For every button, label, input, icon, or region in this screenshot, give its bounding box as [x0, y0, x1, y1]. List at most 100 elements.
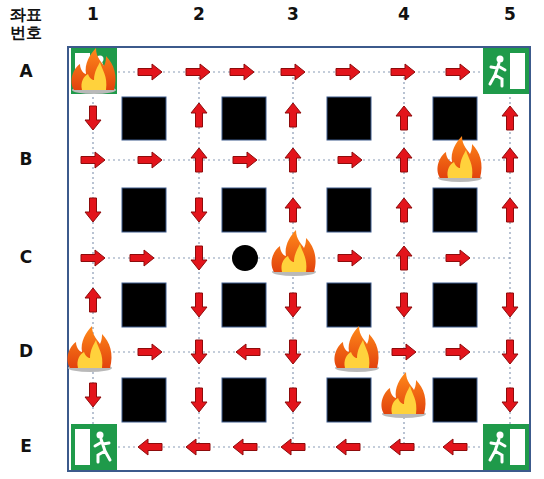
map-part	[122, 188, 166, 232]
map-part	[272, 230, 316, 276]
map-part	[502, 388, 518, 412]
map-part	[191, 293, 207, 317]
map-part	[483, 424, 529, 470]
route-arrows	[81, 64, 518, 455]
map-part	[72, 48, 116, 94]
map-part	[138, 439, 162, 455]
map-part	[281, 64, 305, 80]
map-part	[236, 344, 260, 360]
map-part	[71, 48, 117, 94]
map-part	[130, 250, 154, 266]
axis-title: 좌표 번호	[6, 6, 46, 43]
map-part	[396, 106, 412, 130]
map-part	[433, 188, 477, 232]
map-part	[338, 250, 362, 266]
map-part	[85, 383, 101, 407]
fire-icons	[68, 48, 482, 418]
map-part	[138, 344, 162, 360]
map-border	[68, 47, 530, 471]
map-part	[138, 152, 162, 168]
map-part	[281, 439, 305, 455]
map-part	[191, 198, 207, 222]
column-number: 3	[287, 5, 299, 25]
map-part	[338, 152, 362, 168]
row-letter: E	[20, 437, 32, 457]
map-part	[396, 198, 412, 222]
column-number: 2	[193, 5, 205, 25]
map-part	[327, 378, 371, 422]
map-part	[327, 97, 371, 140]
map-part	[68, 326, 112, 372]
map-part	[285, 293, 301, 317]
map-part	[433, 283, 477, 327]
map-part	[502, 293, 518, 317]
grid-lines	[93, 72, 510, 447]
map-part	[81, 152, 105, 168]
map-part	[446, 64, 470, 80]
map-part	[81, 250, 105, 266]
map-part	[438, 136, 482, 182]
map-part	[502, 148, 518, 172]
map-part	[327, 283, 371, 327]
map-part	[391, 64, 415, 80]
column-number: 4	[398, 5, 410, 25]
column-number: 1	[87, 5, 99, 25]
map-part	[502, 198, 518, 222]
map-part	[433, 97, 477, 140]
map-part	[122, 283, 166, 327]
map-part	[502, 106, 518, 130]
map-part	[396, 246, 412, 270]
map-part	[336, 64, 360, 80]
map-part	[446, 344, 470, 360]
column-number: 5	[504, 5, 516, 25]
map-part	[392, 344, 416, 360]
map-part	[85, 106, 101, 130]
map-part	[85, 288, 101, 312]
map-part	[396, 293, 412, 317]
map-part	[285, 340, 301, 364]
map-part	[222, 378, 266, 422]
map-part	[285, 198, 301, 222]
map-part	[382, 372, 426, 418]
map-part	[186, 439, 210, 455]
map-part	[285, 148, 301, 172]
row-letter: B	[20, 150, 33, 170]
map-part	[285, 103, 301, 127]
row-letter: D	[19, 342, 33, 362]
map-part	[327, 188, 371, 232]
map-part	[122, 378, 166, 422]
map-part	[502, 340, 518, 364]
map-part	[443, 439, 467, 455]
row-letter: C	[20, 248, 32, 268]
exit-signs	[71, 48, 529, 470]
building-blocks	[122, 97, 477, 422]
map-part	[390, 439, 414, 455]
map-part	[85, 198, 101, 222]
map-part	[191, 148, 207, 172]
row-letter: A	[19, 62, 32, 82]
map-part	[191, 246, 207, 270]
map-part	[483, 48, 529, 94]
map-part	[336, 439, 360, 455]
map-part	[335, 326, 379, 372]
map-part	[233, 152, 257, 168]
map-part	[433, 378, 477, 422]
map-part	[191, 388, 207, 412]
map-part	[222, 97, 266, 140]
current-position-dot	[232, 245, 258, 271]
map-part	[186, 64, 210, 80]
map-part	[396, 148, 412, 172]
map-part	[230, 64, 254, 80]
map-part	[446, 250, 470, 266]
map-part	[71, 424, 117, 470]
map-part	[191, 340, 207, 364]
map-part	[138, 64, 162, 80]
map-part	[285, 388, 301, 412]
map-part	[122, 97, 166, 140]
map-part	[222, 188, 266, 232]
map-part	[222, 283, 266, 327]
map-part	[191, 103, 207, 127]
map-part	[233, 439, 257, 455]
